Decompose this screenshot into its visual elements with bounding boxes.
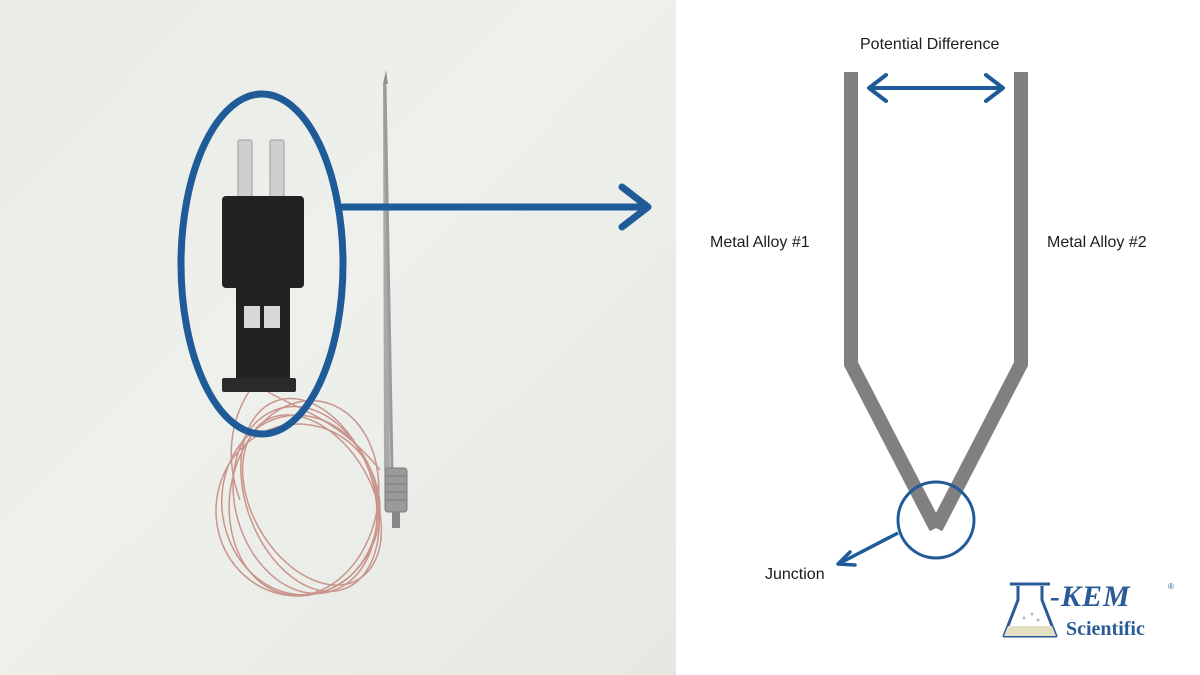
connector-plug bbox=[222, 139, 304, 392]
diagram-panel bbox=[676, 0, 1200, 675]
metal-alloy-1-wire bbox=[844, 72, 943, 532]
potential-arrow-head-left bbox=[867, 73, 888, 103]
company-logo: -KEM ® Scientific bbox=[1000, 578, 1180, 642]
probe-rod bbox=[383, 70, 408, 528]
junction-circle bbox=[896, 480, 976, 560]
link-arrow-head bbox=[618, 183, 652, 231]
highlight-ellipse bbox=[177, 90, 347, 438]
logo-brand: -KEM bbox=[1050, 580, 1131, 613]
potential-difference-label: Potential Difference bbox=[860, 36, 1000, 53]
metal-alloy-2-label: Metal Alloy #2 bbox=[1047, 234, 1147, 251]
junction-pointer bbox=[841, 531, 899, 564]
metal-alloy-1-label: Metal Alloy #1 bbox=[710, 234, 810, 251]
potential-arrow-head-right bbox=[984, 73, 1005, 103]
logo-subtitle: Scientific bbox=[1066, 618, 1145, 640]
coiled-wire bbox=[215, 389, 383, 597]
junction-pointer-head bbox=[836, 550, 857, 567]
junction-label: Junction bbox=[765, 566, 825, 583]
flask-icon bbox=[1002, 582, 1058, 638]
metal-alloy-2-wire bbox=[929, 72, 1028, 532]
logo-registered-mark: ® bbox=[1168, 582, 1174, 591]
